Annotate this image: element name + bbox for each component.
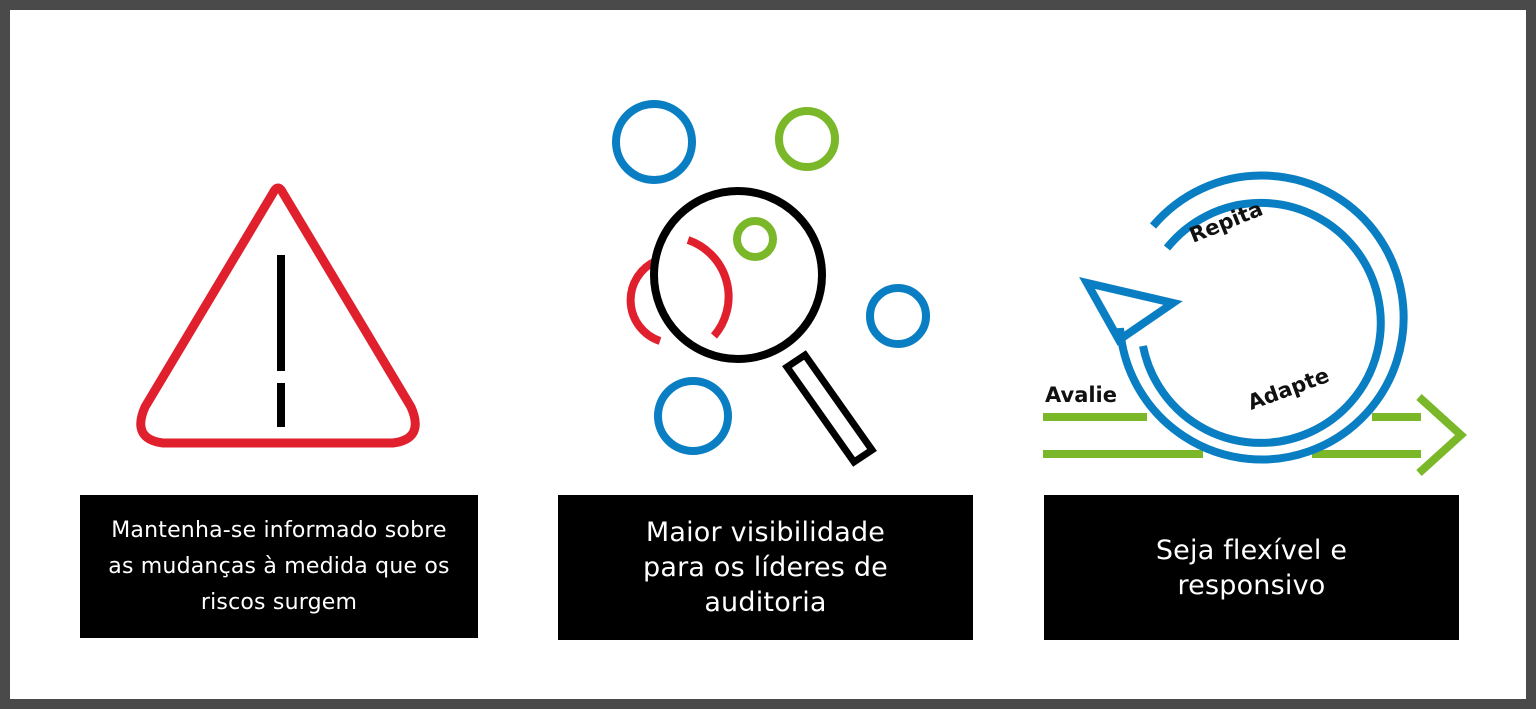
label-adapte: Adapte bbox=[1245, 363, 1333, 415]
caption-text-flexible: Seja flexível e responsivo bbox=[1155, 534, 1348, 601]
warning-triangle-icon bbox=[136, 183, 420, 448]
cycle-inner-arc bbox=[1139, 198, 1385, 447]
green-arrowhead bbox=[1416, 394, 1467, 476]
cycle-outer-arc bbox=[1116, 171, 1408, 464]
caption-box-flexible: Seja flexível e responsivo bbox=[1044, 495, 1459, 640]
caption-box-stay-informed: Mantenha-se informado sobre as mudanças … bbox=[80, 495, 478, 638]
cycle-arrowhead bbox=[1079, 277, 1183, 346]
bubble-blue-right bbox=[866, 284, 930, 348]
lens-ring bbox=[650, 187, 826, 363]
triangle-outline bbox=[136, 183, 420, 448]
bubble-blue-bottom bbox=[654, 377, 732, 455]
label-avalie: Avalie bbox=[1045, 383, 1117, 407]
infographic-canvas: Avalie Repita Adapte Mantenha-se informa… bbox=[10, 10, 1526, 699]
caption-box-visibility: Maior visibilidade para os líderes de au… bbox=[558, 495, 973, 640]
cycle-arrow-icon: Avalie Repita Adapte bbox=[1043, 171, 1467, 476]
caption-text-visibility: Maior visibilidade para os líderes de au… bbox=[643, 517, 888, 618]
bubble-red-inner bbox=[686, 236, 733, 339]
bubble-red-left bbox=[626, 257, 662, 345]
caption-text-stay-informed: Mantenha-se informado sobre as mudanças … bbox=[108, 517, 450, 615]
bubble-green-top bbox=[775, 107, 839, 171]
bubble-blue-top bbox=[612, 100, 696, 184]
lens-handle bbox=[782, 350, 877, 467]
magnifier-icon bbox=[612, 100, 930, 467]
bubble-green-small bbox=[733, 217, 777, 261]
